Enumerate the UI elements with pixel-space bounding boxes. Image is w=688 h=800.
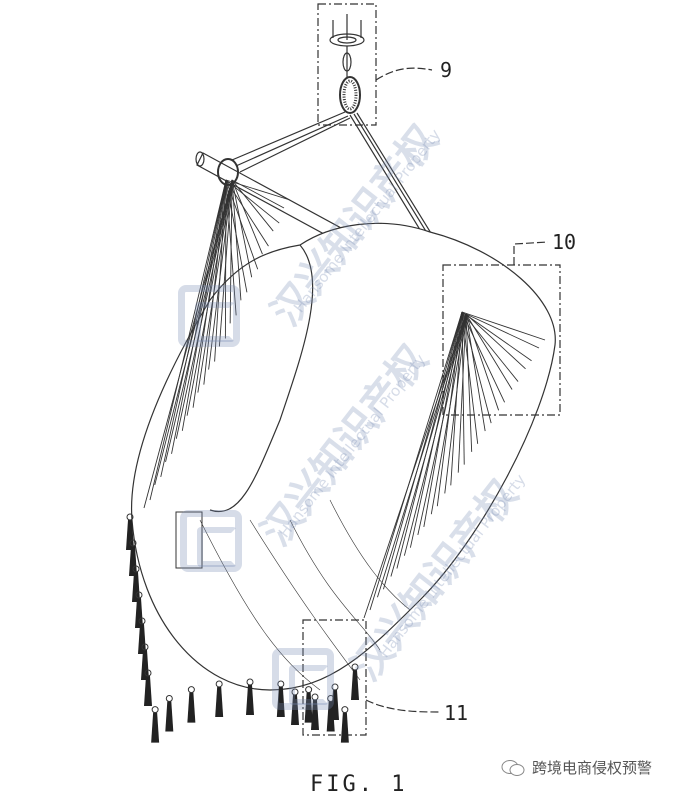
watermark-logo (272, 648, 334, 710)
tassel-ring (305, 686, 313, 694)
tassel-ring (291, 688, 299, 696)
reference-label-10: 10 (552, 230, 577, 254)
fringe-rope-right (465, 313, 540, 349)
tassel-ring (141, 643, 149, 651)
source-caption: 跨境电商侵权预警 (500, 757, 652, 778)
fringe-rope-left (229, 179, 233, 324)
fringe-rope-right (444, 313, 467, 494)
tassel-ring (341, 706, 349, 714)
fringe-rope-left (160, 179, 227, 478)
fringe-rope-left (231, 179, 253, 278)
leader-line-9 (375, 67, 433, 81)
tassel (291, 695, 299, 725)
tassel-ring (246, 678, 254, 686)
fringe-rope-right (461, 311, 546, 341)
fringe-rope-right (369, 311, 463, 611)
tassel-ring (126, 513, 134, 521)
wechat-icon (501, 759, 525, 776)
tassel (246, 685, 254, 715)
fringe-rope-left (186, 179, 233, 416)
tassel-ring (311, 693, 319, 701)
fringe-rope-left (165, 179, 233, 462)
fringe-rope-left (203, 179, 227, 385)
tassel (165, 701, 174, 732)
tassel-ring (351, 663, 359, 671)
figure-title: FIG. 1 (310, 772, 408, 797)
tassel-ring (135, 591, 143, 599)
tassel (141, 650, 149, 680)
detail-box-11 (302, 619, 367, 736)
reference-label-9: 9 (440, 58, 453, 82)
tassel (311, 700, 319, 730)
tassel-ring (277, 680, 285, 688)
fringe-rope-right (390, 313, 467, 577)
fringe-rope-right (461, 311, 532, 362)
tassel (351, 670, 359, 700)
tassel-ring (138, 617, 146, 625)
fringe-rope-right (383, 311, 463, 590)
suspension-rope-left (231, 111, 351, 173)
tassel (331, 690, 339, 720)
fringe-rope-left (218, 179, 233, 347)
fringe-rope-left (231, 179, 263, 255)
tassel-ring (215, 680, 223, 688)
fringe-rope-right (403, 313, 467, 556)
tassel (138, 624, 146, 654)
tassel (135, 598, 143, 628)
fringe-rope-right (465, 313, 513, 390)
tassel-ring (144, 669, 152, 677)
fringe-rope-right (465, 313, 486, 432)
tassel (144, 676, 152, 706)
fringe-rope-right (363, 313, 467, 619)
tassel (151, 712, 160, 743)
watermark-logo (178, 285, 240, 347)
fringe-rope-right (465, 313, 473, 452)
fringe-rope-right (465, 313, 526, 370)
fringe-rope-left (231, 179, 242, 301)
tassel (340, 712, 349, 743)
fringe-rope-left (154, 179, 233, 486)
fringe-rope-right (461, 311, 506, 403)
tassel (126, 520, 134, 550)
leader-line-10 (513, 241, 549, 265)
tassel-ring (165, 694, 173, 702)
fringe-rope-right (377, 313, 467, 598)
fringe-rope-left (231, 179, 285, 209)
caption-text: 跨境电商侵权预警 (532, 759, 653, 777)
hanging-hook (329, 14, 365, 114)
fringe-rope-right (457, 313, 467, 473)
tassel (304, 692, 313, 723)
fringe-rope-right (465, 313, 500, 411)
fringe-rope-left (181, 179, 227, 431)
tassel (187, 692, 196, 723)
fringe-rope-right (430, 313, 467, 515)
fringe-rope-left (143, 179, 233, 509)
fringe-rope-left (231, 179, 274, 232)
tassel (215, 686, 224, 717)
detail-box-10 (442, 264, 561, 416)
leader-line-11 (365, 699, 441, 713)
tassel (129, 546, 137, 576)
fringe-rope-left (171, 179, 227, 454)
fringe-rope-left (197, 179, 233, 393)
watermark-logo (180, 510, 242, 572)
fringe-rope-left (149, 179, 227, 501)
tassel-ring (331, 683, 339, 691)
tassel-ring (151, 706, 159, 714)
tassel (132, 572, 140, 602)
fringe-rope-left (208, 179, 233, 370)
fringe-rope-left (175, 179, 233, 439)
tassel-ring (129, 539, 137, 547)
fringe-rope-right (417, 313, 467, 536)
detail-box-9 (317, 3, 377, 126)
tassel-ring (187, 686, 195, 694)
fringe-rope-left (225, 179, 291, 201)
reference-label-11: 11 (444, 701, 469, 725)
fringe-rope-left (192, 179, 227, 408)
tassel-ring (132, 565, 140, 573)
